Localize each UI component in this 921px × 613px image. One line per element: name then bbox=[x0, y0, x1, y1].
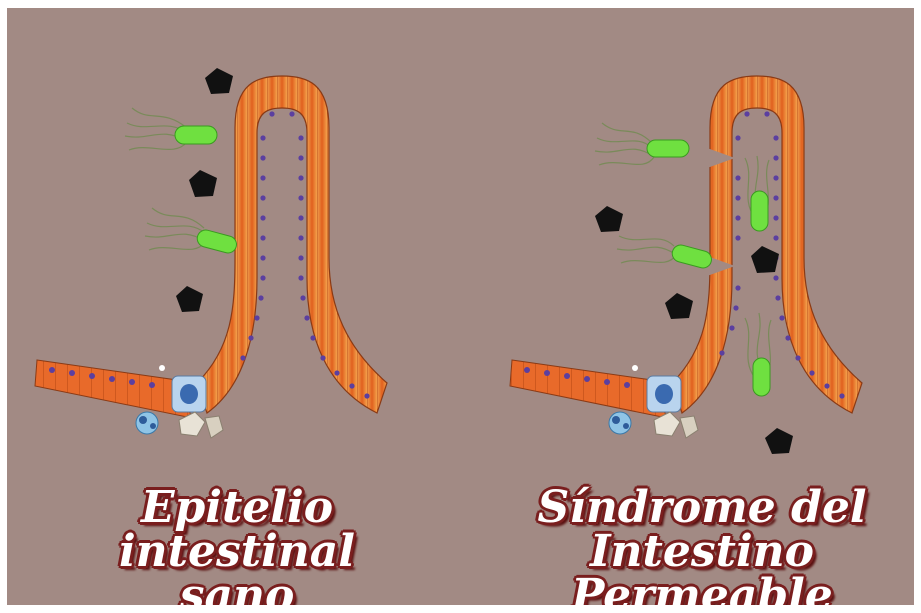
leaky-villus bbox=[510, 76, 862, 454]
healthy-villus bbox=[35, 68, 387, 438]
caption-healthy-line2: sano bbox=[47, 574, 427, 605]
diagram-canvas: Epitelio intestinal sano Síndrome del In… bbox=[7, 8, 914, 605]
healthy-bacterium-1 bbox=[125, 108, 217, 150]
caption-leaky-line1: Síndrome del bbox=[497, 486, 907, 530]
caption-leaky: Síndrome del Intestino Permeable bbox=[497, 486, 907, 605]
caption-healthy: Epitelio intestinal sano bbox=[47, 486, 427, 605]
healthy-particles bbox=[176, 68, 233, 312]
leaky-bacterium-inside-1 bbox=[745, 156, 769, 231]
caption-healthy-line1: Epitelio intestinal bbox=[47, 486, 427, 574]
leaky-bacterium-inside-2 bbox=[745, 313, 771, 396]
healthy-bacterium-2 bbox=[145, 208, 238, 255]
leaky-base-epithelium bbox=[510, 360, 667, 418]
leaky-bacterium-outside-1 bbox=[595, 123, 689, 165]
caption-leaky-line2: Intestino Permeable bbox=[497, 530, 907, 605]
leaky-bacterium-outside-2 bbox=[617, 236, 713, 270]
healthy-base-epithelium bbox=[35, 360, 192, 418]
